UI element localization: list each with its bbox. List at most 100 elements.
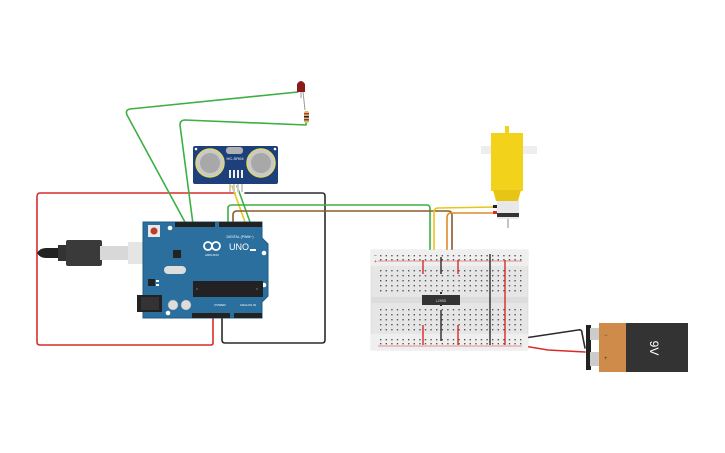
breadboard-hole[interactable] <box>424 329 427 331</box>
breadboard-hole[interactable] <box>380 255 382 257</box>
breadboard-hole[interactable] <box>503 309 505 311</box>
breadboard-hole[interactable] <box>441 324 443 326</box>
breadboard-hole[interactable] <box>396 280 399 282</box>
breadboard-hole[interactable] <box>396 275 399 277</box>
breadboard-hole[interactable] <box>475 309 477 311</box>
breadboard-hole[interactable] <box>508 319 511 321</box>
wire-yellow-motor[interactable] <box>433 206 497 273</box>
breadboard-hole[interactable] <box>514 280 516 282</box>
breadboard-hole[interactable] <box>497 290 499 292</box>
breadboard-hole[interactable] <box>520 314 522 316</box>
breadboard-hole[interactable] <box>486 259 488 261</box>
usb-cable[interactable] <box>37 240 156 266</box>
breadboard-hole[interactable] <box>486 324 488 326</box>
breadboard-hole[interactable] <box>396 339 399 341</box>
breadboard-hole[interactable] <box>480 270 483 272</box>
breadboard-hole[interactable] <box>508 290 511 292</box>
wire-orange-motor[interactable] <box>446 212 497 273</box>
breadboard-hole[interactable] <box>492 309 494 311</box>
breadboard-hole[interactable] <box>458 280 460 282</box>
breadboard-hole[interactable] <box>380 314 382 316</box>
breadboard-hole[interactable] <box>503 329 505 331</box>
breadboard-hole[interactable] <box>391 319 393 321</box>
breadboard-hole[interactable] <box>391 329 393 331</box>
breadboard-hole[interactable] <box>480 309 483 311</box>
breadboard-hole[interactable] <box>413 343 415 345</box>
breadboard-hole[interactable] <box>419 285 421 287</box>
breadboard-hole[interactable] <box>430 324 432 326</box>
breadboard-hole[interactable] <box>413 319 415 321</box>
breadboard-hole[interactable] <box>508 275 511 277</box>
breadboard-hole[interactable] <box>508 343 511 345</box>
breadboard-hole[interactable] <box>402 280 404 282</box>
breadboard-hole[interactable] <box>436 314 438 316</box>
breadboard-hole[interactable] <box>402 275 404 277</box>
breadboard-hole[interactable] <box>413 255 415 257</box>
breadboard-hole[interactable] <box>413 280 415 282</box>
breadboard-hole[interactable] <box>486 319 488 321</box>
breadboard-hole[interactable] <box>452 270 455 272</box>
breadboard-hole[interactable] <box>380 339 382 341</box>
breadboard-hole[interactable] <box>419 329 421 331</box>
breadboard-hole[interactable] <box>520 280 522 282</box>
breadboard-hole[interactable] <box>514 270 516 272</box>
breadboard-hole[interactable] <box>436 343 438 345</box>
breadboard-hole[interactable] <box>480 285 483 287</box>
led[interactable] <box>297 81 306 111</box>
breadboard-hole[interactable] <box>503 343 505 345</box>
breadboard-hole[interactable] <box>413 314 415 316</box>
breadboard-hole[interactable] <box>508 280 511 282</box>
breadboard-hole[interactable] <box>497 339 499 341</box>
breadboard-hole[interactable] <box>458 275 460 277</box>
breadboard-hole[interactable] <box>475 259 477 261</box>
wire-red-5v[interactable] <box>36 192 236 346</box>
breadboard-hole[interactable] <box>396 329 399 331</box>
breadboard-hole[interactable] <box>486 339 488 341</box>
breadboard-hole[interactable] <box>430 259 432 261</box>
breadboard-hole[interactable] <box>447 319 449 321</box>
breadboard-hole[interactable] <box>380 343 382 345</box>
breadboard-hole[interactable] <box>508 309 511 311</box>
breadboard-hole[interactable] <box>380 324 382 326</box>
breadboard-hole[interactable] <box>430 343 432 345</box>
breadboard-hole[interactable] <box>520 290 522 292</box>
breadboard-hole[interactable] <box>419 280 421 282</box>
breadboard-hole[interactable] <box>458 343 460 345</box>
breadboard-hole[interactable] <box>452 339 455 341</box>
breadboard-hole[interactable] <box>430 314 432 316</box>
breadboard-hole[interactable] <box>508 329 511 331</box>
wire-green-to-driver[interactable] <box>227 204 431 273</box>
breadboard-hole[interactable] <box>402 255 404 257</box>
wire-green-echo[interactable] <box>236 185 251 223</box>
breadboard-hole[interactable] <box>424 259 427 261</box>
breadboard-hole[interactable] <box>480 343 483 345</box>
breadboard-hole[interactable] <box>486 275 488 277</box>
breadboard-hole[interactable] <box>452 280 455 282</box>
breadboard-hole[interactable] <box>480 329 483 331</box>
breadboard-hole[interactable] <box>480 314 483 316</box>
breadboard-hole[interactable] <box>380 309 382 311</box>
breadboard-hole[interactable] <box>436 324 438 326</box>
breadboard-hole[interactable] <box>430 285 432 287</box>
breadboard-hole[interactable] <box>424 343 427 345</box>
breadboard-hole[interactable] <box>424 275 427 277</box>
breadboard-hole[interactable] <box>492 324 494 326</box>
breadboard-hole[interactable] <box>452 324 455 326</box>
breadboard-hole[interactable] <box>385 314 387 316</box>
breadboard-hole[interactable] <box>475 275 477 277</box>
breadboard-hole[interactable] <box>492 329 494 331</box>
breadboard-hole[interactable] <box>391 314 393 316</box>
breadboard-hole[interactable] <box>475 280 477 282</box>
breadboard-hole[interactable] <box>514 309 516 311</box>
breadboard-hole[interactable] <box>464 329 466 331</box>
breadboard-hole[interactable] <box>452 275 455 277</box>
breadboard-hole[interactable] <box>385 343 387 345</box>
breadboard-hole[interactable] <box>458 319 460 321</box>
breadboard-hole[interactable] <box>452 309 455 311</box>
breadboard-hole[interactable] <box>475 324 477 326</box>
breadboard-hole[interactable] <box>402 324 404 326</box>
breadboard-hole[interactable] <box>469 285 471 287</box>
breadboard-hole[interactable] <box>469 309 471 311</box>
breadboard-hole[interactable] <box>486 285 488 287</box>
breadboard-hole[interactable] <box>458 309 460 311</box>
